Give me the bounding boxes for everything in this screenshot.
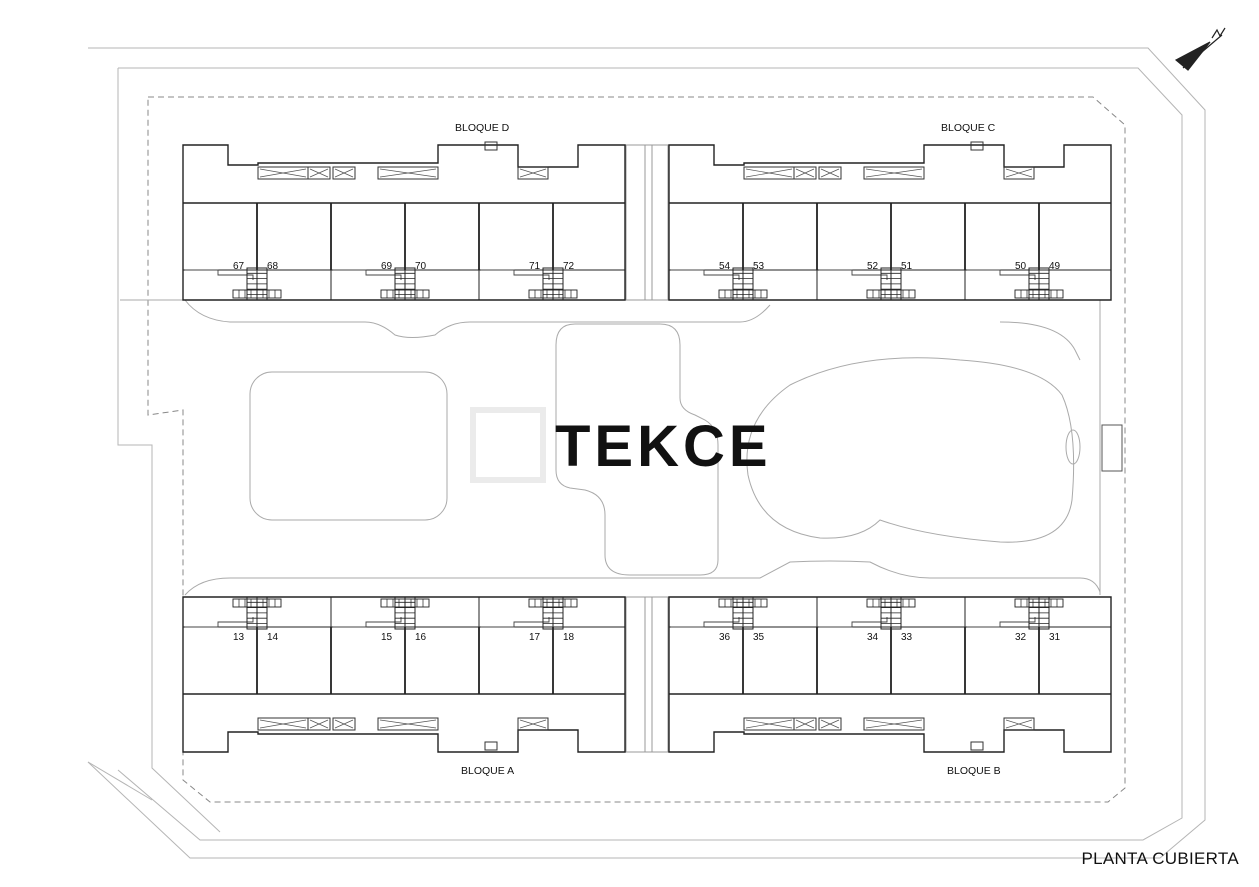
unit-number: 32 <box>1015 632 1027 643</box>
unit-number: 71 <box>529 261 541 272</box>
block-outline <box>668 144 1112 301</box>
lawn-area <box>249 371 448 521</box>
staircase <box>528 596 578 630</box>
unit-number: 34 <box>867 632 879 643</box>
block-outline <box>182 144 626 301</box>
staircase <box>866 596 916 630</box>
pool-equipment-box <box>1101 424 1123 472</box>
unit-number: 18 <box>563 632 575 643</box>
plot-boundary <box>87 47 1206 859</box>
unit-number: 17 <box>529 632 541 643</box>
staircase <box>232 596 282 630</box>
watermark: TEKCE <box>470 407 772 483</box>
staircase <box>380 596 430 630</box>
watermark-text: TEKCE <box>555 414 772 479</box>
block-c: 54 53 52 51 50 49 BLOQUE C <box>668 122 1112 301</box>
unit-number: 31 <box>1049 632 1061 643</box>
unit-number: 72 <box>563 261 575 272</box>
staircase <box>1014 596 1064 630</box>
unit-number: 54 <box>719 261 731 272</box>
unit-number: 33 <box>901 632 913 643</box>
pool-steps <box>1065 429 1081 465</box>
blocks: 67 68 69 70 71 72 BLOQUE D 54 53 52 51 50 49 BLOQUE C… <box>182 122 1112 777</box>
block-gaps <box>625 144 669 753</box>
unit-number: 36 <box>719 632 731 643</box>
walkway-curve-right <box>999 321 1081 361</box>
unit-number: 52 <box>867 261 879 272</box>
unit-number: 16 <box>415 632 427 643</box>
unit-number: 15 <box>381 632 393 643</box>
unit-number: 51 <box>901 261 913 272</box>
unit-number: 69 <box>381 261 393 272</box>
unit-number: 13 <box>233 632 245 643</box>
block-outline <box>668 596 1112 753</box>
pool <box>746 357 1075 543</box>
staircase <box>866 267 916 301</box>
staircase <box>232 267 282 301</box>
block-outline <box>182 596 626 753</box>
unit-number: 14 <box>267 632 279 643</box>
unit-number: 67 <box>233 261 245 272</box>
block-label: BLOQUE A <box>461 765 514 777</box>
staircase <box>1014 267 1064 301</box>
walkway-top <box>184 299 771 338</box>
staircase <box>718 267 768 301</box>
parcel-limit <box>147 96 1126 803</box>
plan-title: PLANTA CUBIERTA <box>1081 849 1239 868</box>
block-label: BLOQUE B <box>947 765 1001 777</box>
staircase <box>718 596 768 630</box>
unit-number: 50 <box>1015 261 1027 272</box>
unit-number: 35 <box>753 632 765 643</box>
unit-number: 68 <box>267 261 279 272</box>
unit-number: 70 <box>415 261 427 272</box>
staircase <box>380 267 430 301</box>
unit-number: 53 <box>753 261 765 272</box>
staircase <box>528 267 578 301</box>
block-d: 67 68 69 70 71 72 BLOQUE D <box>182 122 626 301</box>
central-path <box>555 323 719 576</box>
north-arrow-icon <box>1174 27 1226 71</box>
walkway-bottom <box>184 560 1101 596</box>
unit-number: 49 <box>1049 261 1061 272</box>
block-label: BLOQUE D <box>455 122 510 134</box>
block-label: BLOQUE C <box>941 122 996 134</box>
